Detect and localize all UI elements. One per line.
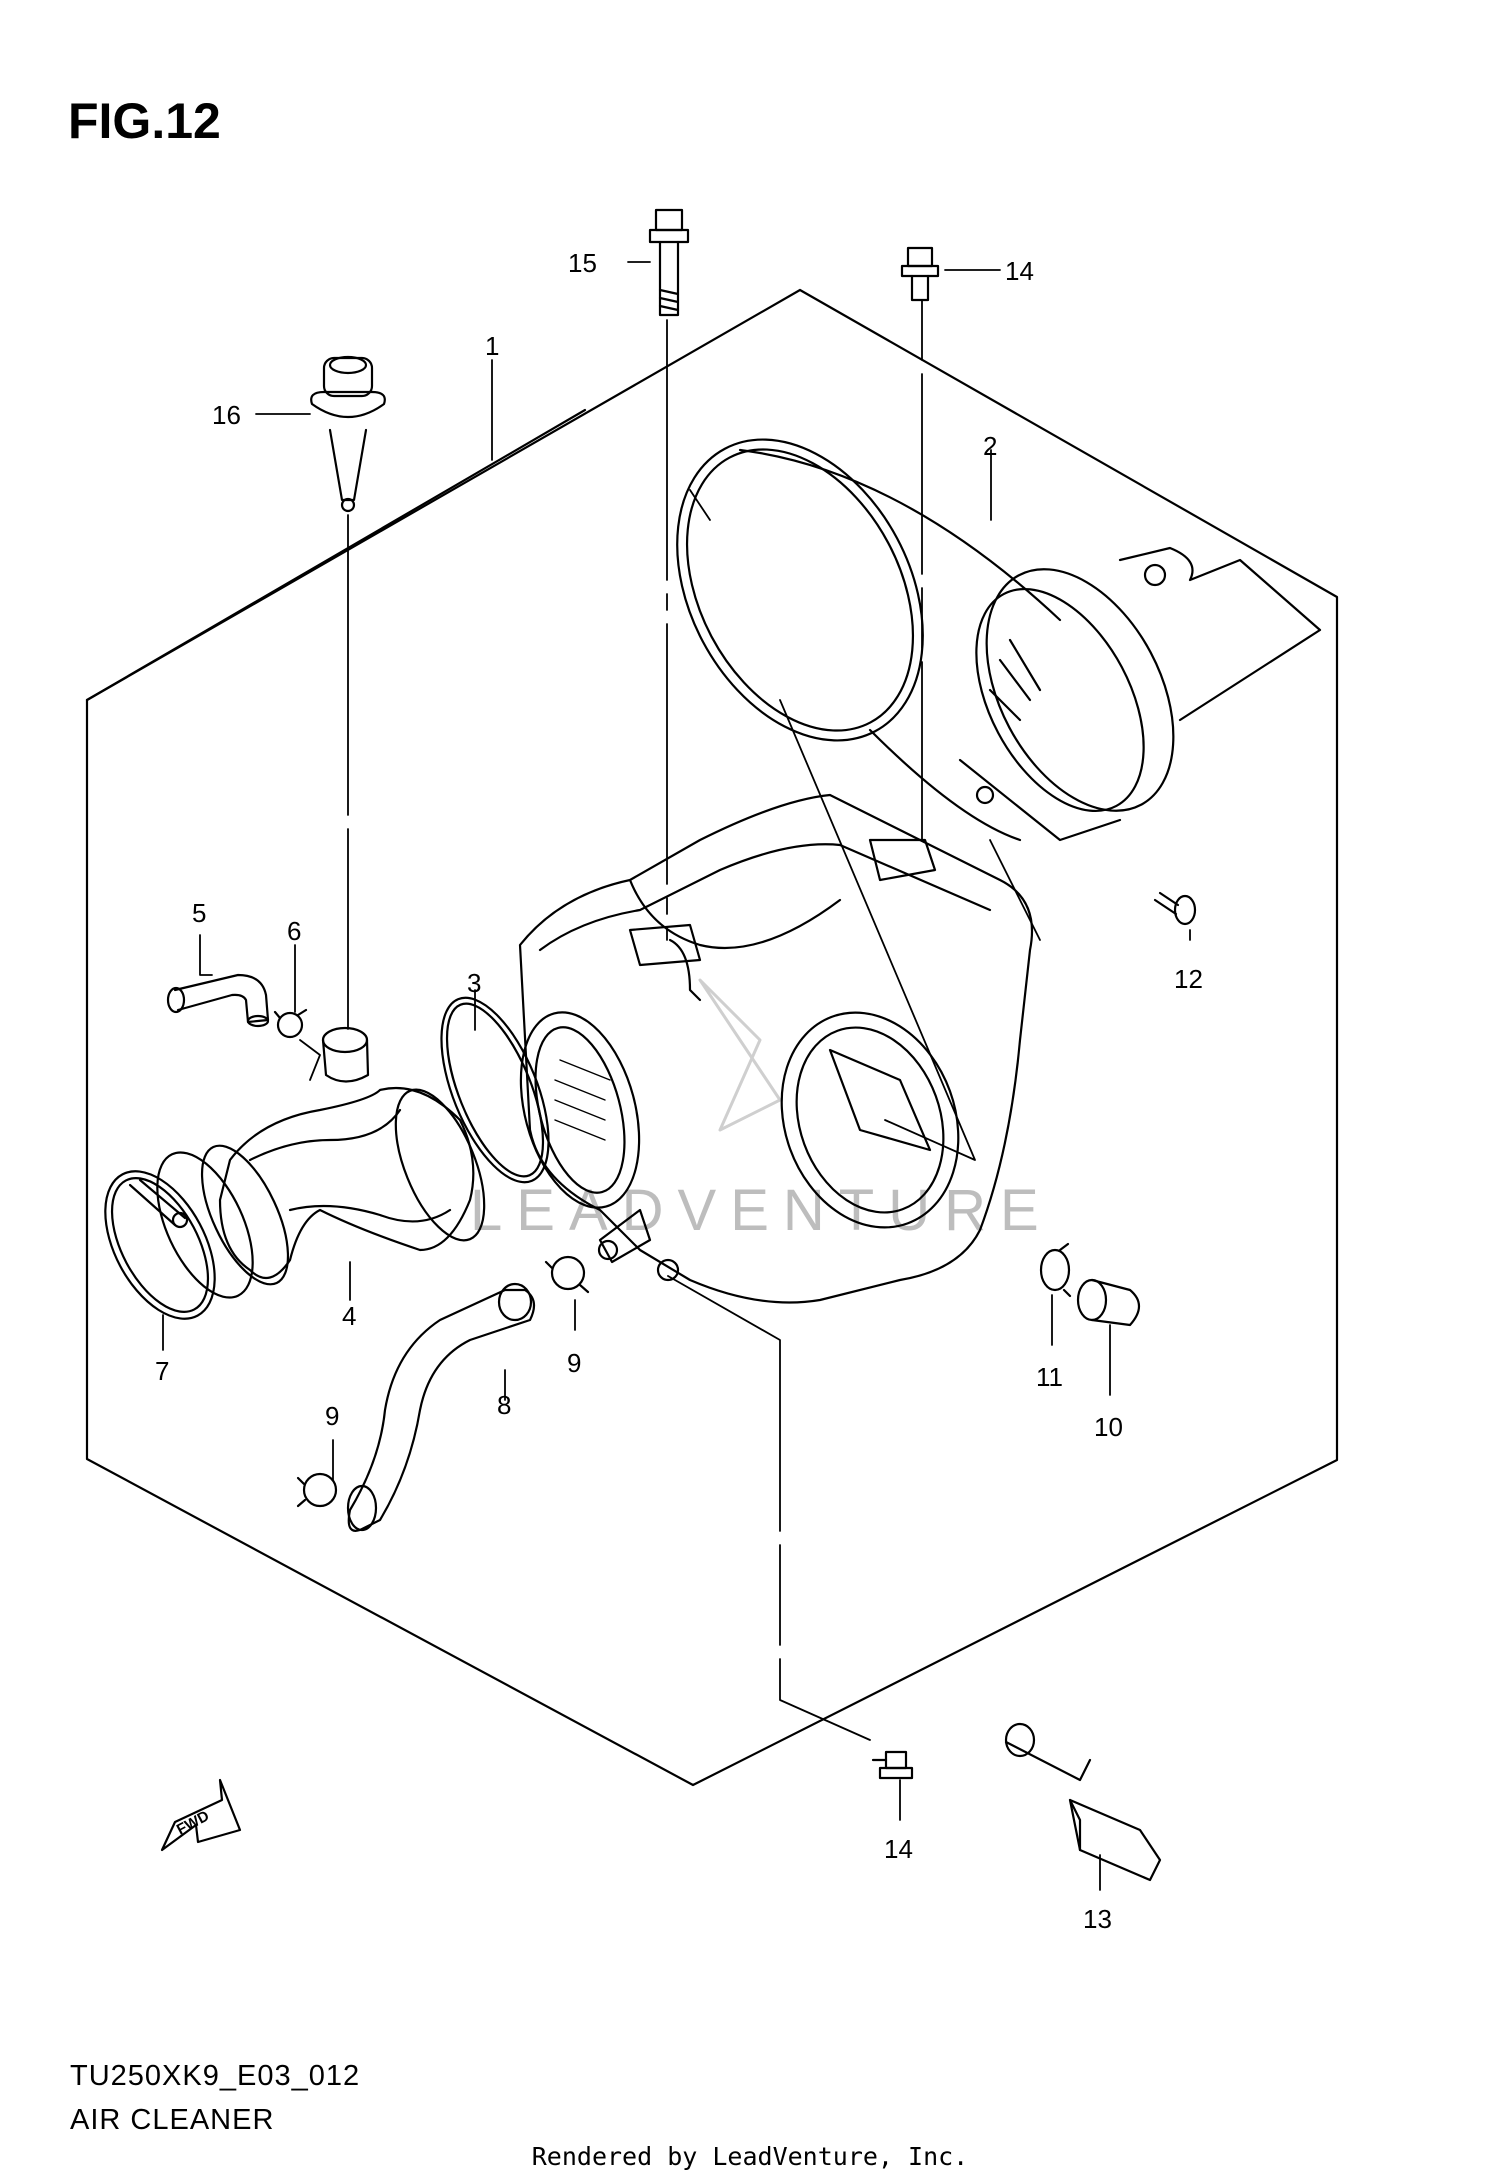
footer-credit: Rendered by LeadVenture, Inc.	[531, 2142, 969, 2171]
part-12-screw	[1153, 891, 1197, 926]
part-14-bolt-top	[900, 246, 940, 302]
part-1-case	[518, 793, 1034, 1304]
part-9-clip-a	[544, 1255, 590, 1294]
callout-5: 5	[192, 898, 206, 928]
part-6-clip	[273, 1008, 308, 1039]
part-7-clamp	[104, 1170, 216, 1320]
leader-lines	[162, 261, 1191, 1891]
part-3-oring	[440, 996, 550, 1184]
part-8-hose	[346, 1282, 536, 1532]
callout-numbers: 1 2 3 4 5 6 7 8 9 9 10 11 12 13 14 14 15…	[155, 248, 1203, 1934]
callout-14b: 14	[884, 1834, 913, 1864]
part-14-bolt-bottom	[871, 1750, 914, 1780]
callout-15: 15	[568, 248, 597, 278]
callout-1: 1	[485, 331, 499, 361]
callout-7: 7	[155, 1356, 169, 1386]
callout-12: 12	[1174, 964, 1203, 994]
callout-6: 6	[287, 916, 301, 946]
part-5-hose	[166, 973, 270, 1028]
diagram-name: AIR CLEANER	[70, 2104, 275, 2136]
callout-3: 3	[467, 968, 481, 998]
callout-14a: 14	[1005, 256, 1034, 286]
diagram-code: TU250XK9_E03_012	[70, 2060, 361, 2092]
assembly-frame	[85, 288, 1339, 1787]
part-16-valve	[310, 355, 386, 513]
part-10-cap	[1076, 1278, 1141, 1327]
part-11-clip	[1039, 1242, 1072, 1298]
figure-title: FIG.12	[68, 93, 221, 149]
callout-10: 10	[1094, 1412, 1123, 1442]
part-2-filter	[676, 438, 1322, 842]
watermark-text: LEADVENTURE	[470, 1178, 1053, 1243]
callout-2: 2	[983, 431, 997, 461]
watermark: LEADVENTURE	[470, 978, 1053, 1243]
callout-8: 8	[497, 1390, 511, 1420]
callout-9a: 9	[567, 1348, 581, 1378]
part-9-clip-b	[296, 1472, 338, 1508]
part-13-bracket	[1004, 1722, 1162, 1882]
callout-11: 11	[1036, 1362, 1063, 1392]
callout-16: 16	[212, 400, 241, 430]
callout-9b: 9	[325, 1401, 339, 1431]
callout-13: 13	[1083, 1904, 1112, 1934]
callout-4: 4	[342, 1301, 356, 1331]
part-4-boot	[156, 1026, 486, 1299]
fwd-arrow-icon: FWD	[160, 1778, 242, 1852]
part-15-bolt	[648, 208, 690, 317]
